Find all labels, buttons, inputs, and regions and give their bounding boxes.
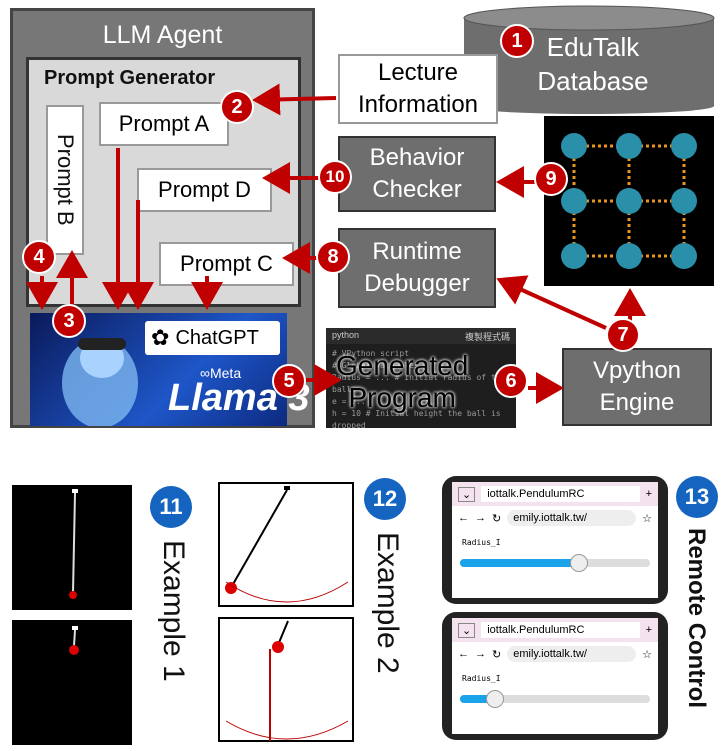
vpython-lattice-image [544,116,714,286]
phone-top-screen: ⌄ iottalk.PendulumRC + ← → ↻ emily.iotta… [452,482,658,598]
openai-logo-icon: ✿ [151,325,170,350]
reload-icon[interactable]: ↻ [492,648,502,661]
radius-slider[interactable] [460,554,650,572]
badge-13: 13 [676,476,718,518]
runtime-debugger-box: Runtime Debugger [338,228,496,308]
badge-1: 1 [500,24,534,58]
prompt-generator-panel: Prompt Generator Prompt B Prompt A Promp… [26,57,301,307]
copy-code-button[interactable]: 複製程式碼 [464,332,510,342]
prompt-d-label: Prompt D [158,177,251,202]
badge-6: 6 [494,364,528,398]
phone-bottom-screen: ⌄ iottalk.PendulumRC + ← → ↻ emily.iotta… [452,618,658,734]
arrow-engine-to-debugger [496,275,607,330]
example1-pendulum-top [12,485,132,610]
forward-icon[interactable]: → [475,648,486,660]
badge-8: 8 [316,240,350,274]
code-line: # Global variables [332,361,419,370]
new-tab-button[interactable]: + [645,624,652,636]
db-line-1: EduTalk [546,32,640,62]
vpython-engine-box: Vpython Engine [562,348,712,426]
lecture-line-2: Information [357,91,479,118]
back-icon[interactable]: ← [458,648,469,660]
generated-program-label: Generated Program [336,350,468,414]
code-line: h = 10 # Initial height the ball is drop… [332,409,501,428]
url-field[interactable]: emily.iottalk.tw/ [507,510,637,526]
prompt-a-label: Prompt A [118,111,210,136]
new-tab-button[interactable]: + [645,488,652,500]
example2-pendulum-bottom [218,617,354,742]
phone-bottom: ⌄ iottalk.PendulumRC + ← → ↻ emily.iotta… [442,612,668,740]
code-line: e = ... [332,397,366,406]
badge-12: 12 [364,478,406,520]
bookmark-star-icon[interactable]: ☆ [642,512,652,525]
example2-pendulum-top [218,482,354,607]
llm-agent-panel: LLM Agent Prompt Generator Prompt B Prom… [10,8,315,428]
badge-5: 5 [272,364,306,398]
prompt-b-label: Prompt B [53,134,78,226]
llama-illustration [62,338,138,426]
badge-3: 3 [52,304,86,338]
slider-label: Radius_I [462,674,501,683]
arrow-lecture-to-prompt-a [252,83,337,116]
browser-address-bar: ← → ↻ emily.iottalk.tw/ ☆ [452,506,658,530]
tab-dropdown-icon[interactable]: ⌄ [458,622,476,638]
badge-9: 9 [534,162,568,196]
program-line-1: Generated [336,350,469,381]
debugger-line-1: Runtime [372,238,462,265]
prompt-generator-title: Prompt Generator [44,67,216,89]
browser-tab-bar: ⌄ iottalk.PendulumRC + [452,618,658,642]
example-2-label: Example 2 [371,532,404,674]
code-line: # VPython script [332,349,410,358]
behavior-line-2: Checker [372,176,462,203]
db-line-2: Database [537,66,649,96]
phone-top: ⌄ iottalk.PendulumRC + ← → ↻ emily.iotta… [442,476,668,604]
arrows-layer [26,83,646,404]
generated-program-code-panel: python 複製程式碼 # VPython script # Global va… [326,328,516,428]
chatgpt-badge: ✿ ChatGPT [145,321,280,355]
badge-11: 11 [150,486,192,528]
lecture-line-1: Lecture [377,59,459,86]
behavior-line-1: Behavior [369,144,465,171]
llm-agent-title: LLM Agent [102,21,223,49]
badge-10: 10 [318,160,352,194]
badge-7: 7 [606,318,640,352]
reload-icon[interactable]: ↻ [492,512,502,525]
program-line-2: Program [348,382,456,413]
lecture-information-box: Lecture Information [338,54,498,124]
example-1-label: Example 1 [157,540,190,682]
browser-tab[interactable]: iottalk.PendulumRC [481,486,640,502]
tab-dropdown-icon[interactable]: ⌄ [458,486,476,502]
prompt-c-label: Prompt C [180,251,273,276]
radius-slider[interactable] [460,690,650,708]
badge-2: 2 [220,90,254,124]
browser-tab-bar: ⌄ iottalk.PendulumRC + [452,482,658,506]
browser-tab[interactable]: iottalk.PendulumRC [481,622,640,638]
slider-label: Radius_I [462,538,501,547]
code-lang: python [332,330,360,340]
engine-line-2: Engine [599,389,675,416]
prompt-b-box: Prompt B [46,105,84,255]
forward-icon[interactable]: → [475,512,486,524]
url-field[interactable]: emily.iottalk.tw/ [507,646,637,662]
debugger-line-2: Debugger [364,270,470,297]
engine-line-1: Vpython [592,357,682,384]
example1-pendulum-bottom [12,620,132,745]
prompt-a-box: Prompt A [99,102,229,146]
edutalk-database-label: EduTalk Database [518,30,668,98]
browser-address-bar: ← → ↻ emily.iottalk.tw/ ☆ [452,642,658,666]
prompt-d-box: Prompt D [137,168,272,212]
badge-4: 4 [22,240,56,274]
code-header: python 複製程式碼 [326,328,516,344]
bookmark-star-icon[interactable]: ☆ [642,648,652,661]
meta-label: ∞Meta [200,365,242,381]
chatgpt-label: ChatGPT [175,326,259,349]
remote-control-label: Remote Control [683,528,710,708]
back-icon[interactable]: ← [458,512,469,524]
behavior-checker-box: Behavior Checker [338,136,496,212]
